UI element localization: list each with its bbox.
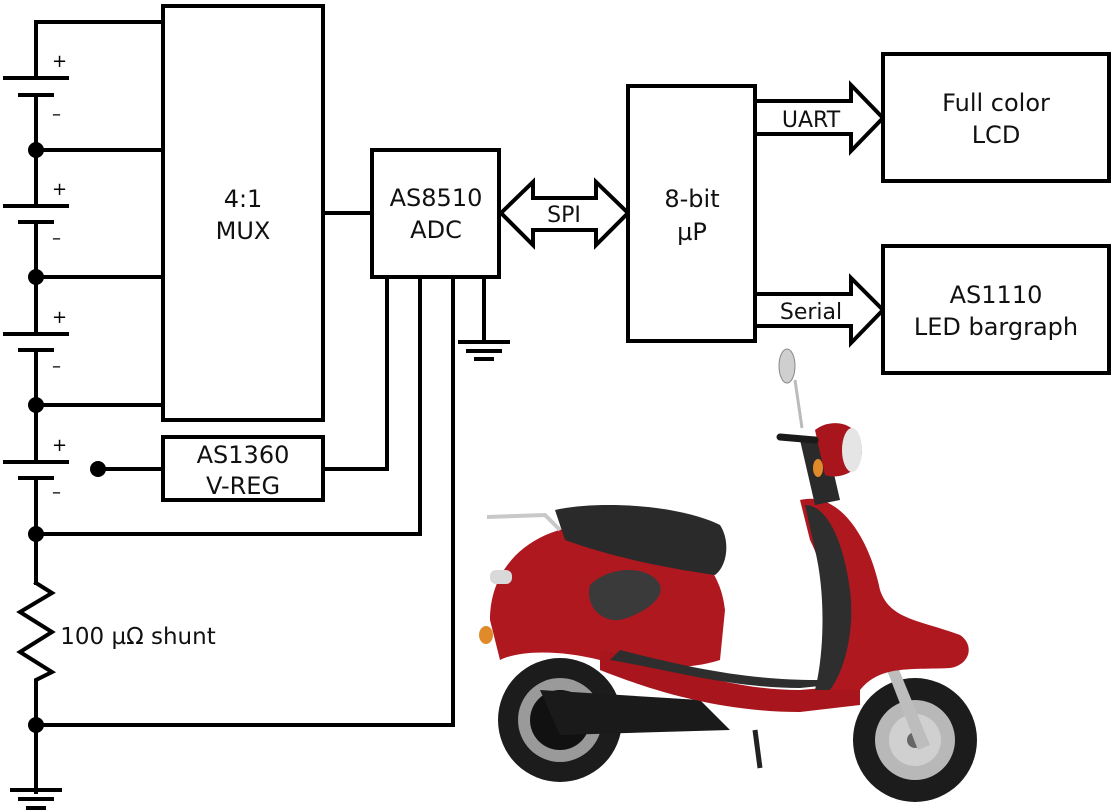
wire-vreg-adc xyxy=(321,278,389,471)
wire-shunt-low xyxy=(34,278,455,727)
adc-block: AS8510 ADC xyxy=(370,148,501,279)
shunt-resistor: 100 µΩ shunt xyxy=(16,278,455,794)
lcd-block: Full color LCD xyxy=(881,52,1111,183)
wire-shunt-high xyxy=(34,278,422,536)
mux-block: 4:1 MUX xyxy=(161,4,325,422)
minus-sign: – xyxy=(52,482,61,503)
vreg-label-line2: V-REG xyxy=(206,472,280,500)
plus-sign: + xyxy=(52,179,67,200)
serial-label: Serial xyxy=(780,300,842,325)
ground-icon xyxy=(10,788,62,810)
plus-sign: + xyxy=(52,435,67,456)
minus-sign: – xyxy=(52,228,61,249)
adc-label-line1: AS8510 xyxy=(390,184,483,212)
minus-sign: – xyxy=(52,356,61,377)
plus-sign: + xyxy=(52,51,67,72)
mux-label-line1: 4:1 xyxy=(224,185,263,213)
adc-label-line2: ADC xyxy=(410,216,462,244)
mcu-label-line2: µP xyxy=(677,218,707,246)
bargraph-block: AS1110 LED bargraph xyxy=(881,244,1111,375)
plus-sign: + xyxy=(52,307,67,328)
ground-icon xyxy=(458,340,510,361)
serial-bus-arrow: Serial xyxy=(753,273,886,348)
lcd-label-line2: LCD xyxy=(972,121,1021,149)
spi-label: SPI xyxy=(547,203,581,228)
bargraph-label-line2: LED bargraph xyxy=(914,313,1078,341)
shunt-label: 100 µΩ shunt xyxy=(60,624,215,650)
uart-label: UART xyxy=(782,108,841,133)
wire-cell1-top xyxy=(34,20,165,80)
battery-string: + – + – + – + – xyxy=(3,20,422,585)
vreg-label-line1: AS1360 xyxy=(197,441,290,469)
uart-bus-arrow: UART xyxy=(753,80,886,156)
bargraph-label-line1: AS1110 xyxy=(950,281,1043,309)
lcd-label-line1: Full color xyxy=(942,89,1050,117)
resistor-zigzag-icon xyxy=(16,580,57,794)
minus-sign: – xyxy=(52,104,61,125)
battery-cell-4: + – xyxy=(3,435,69,503)
scooter-photo xyxy=(479,348,977,802)
mcu-label-line1: 8-bit xyxy=(664,185,719,213)
mux-label-line2: MUX xyxy=(216,217,271,245)
spi-bus-arrow: SPI xyxy=(498,177,631,250)
vreg-block: AS1360 V-REG xyxy=(161,435,325,502)
microcontroller-block: 8-bit µP xyxy=(626,84,757,343)
